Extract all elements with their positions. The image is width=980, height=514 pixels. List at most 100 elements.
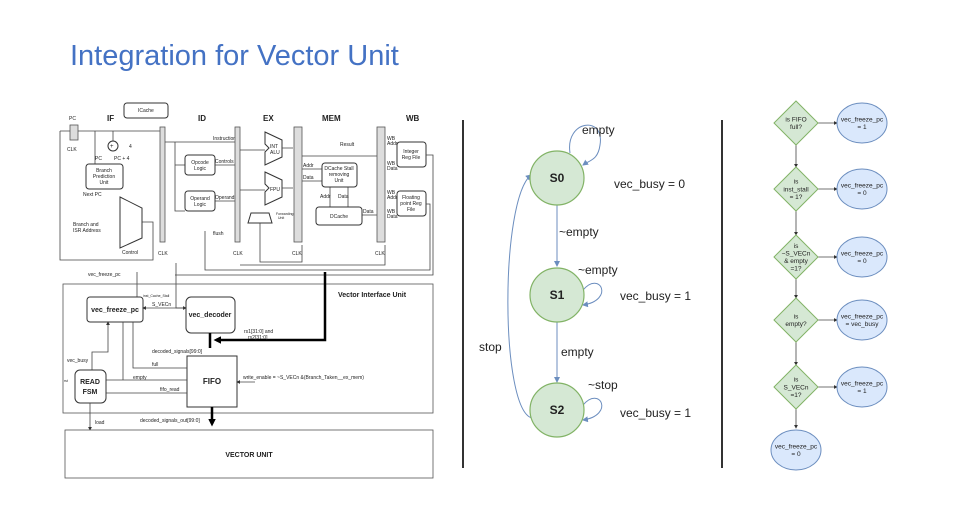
fp-reg-file	[396, 190, 427, 217]
state-s2	[529, 382, 585, 438]
vec-busy-label: vec_busy	[67, 358, 89, 364]
opcode-line: Opcode	[191, 160, 209, 166]
full-label: full	[152, 362, 158, 368]
decision-diamond	[773, 166, 819, 212]
wb-data: Data	[387, 214, 398, 220]
viu-title: Vector Interface Unit	[338, 292, 407, 299]
ex-mem-register	[293, 126, 303, 243]
adder-plus-icon: +	[110, 144, 114, 150]
edge-s0-self	[569, 124, 601, 166]
integer-reg-file	[396, 141, 427, 168]
result-text: = vec_busy	[845, 321, 879, 328]
adder-const: 4	[129, 144, 132, 150]
decision-text: is	[794, 243, 799, 250]
rs-label: rs2[31:0]	[248, 335, 268, 341]
label-s1-self: ~empty	[578, 263, 618, 277]
decision-text: = 1?	[790, 194, 803, 201]
decision-text: S_VECn	[784, 384, 809, 391]
data-label: Data	[363, 209, 374, 215]
rs-label: rs1[31:0] and	[244, 329, 273, 335]
decision-text: & empty	[784, 258, 809, 265]
wb-addr: WB	[387, 136, 396, 142]
alu-line: INT	[270, 144, 278, 150]
flush-label: flush	[213, 231, 224, 237]
read-fsm-label: FSM	[83, 389, 98, 396]
decision-text: =1?	[790, 266, 801, 273]
stage-ex: EX	[263, 114, 274, 123]
clk-label: CLK	[292, 251, 302, 257]
controls-label: Controls	[215, 159, 234, 165]
label-s0-self: empty	[582, 123, 615, 137]
dcs-line: removing	[329, 172, 350, 178]
id-wires	[165, 141, 235, 212]
state-s0-output: vec_busy = 0	[614, 177, 685, 191]
dcache-stall-unit	[321, 162, 358, 188]
decision-diamond	[773, 100, 819, 146]
operand-line: Operand	[190, 196, 210, 202]
dcs-line: Unit	[335, 178, 345, 184]
state-s1-output: vec_busy = 1	[620, 289, 691, 303]
pc-register	[69, 124, 79, 141]
edge-s2-s0	[507, 174, 533, 419]
inst-cache-stall-label: inst_Cache_Stall	[143, 294, 169, 298]
icache-label: ICache	[138, 108, 154, 114]
read-fsm-block	[74, 369, 107, 404]
rst-label: rst	[64, 379, 68, 383]
result-text: vec_freeze_pc	[841, 251, 884, 258]
pipeline-diagram: IF ID EX MEM WB ICache PC CLK + 4 PC PC …	[59, 102, 434, 276]
state-machine: empty ~empty ~empty empty ~stop stop S0 …	[479, 123, 691, 438]
next-pc-label: Next PC	[83, 192, 102, 198]
operands-label: Operands	[215, 195, 237, 201]
load-label: load	[95, 420, 105, 426]
mux-control-label: Control	[122, 250, 138, 256]
state-s0	[529, 150, 585, 206]
edge-s1-self	[582, 282, 603, 308]
pc-mux	[119, 196, 143, 249]
result-text: = 1	[857, 388, 867, 395]
branch-isr-label: Branch and	[73, 222, 99, 228]
clk-label: CLK	[375, 251, 385, 257]
mem-wb-register	[376, 126, 386, 243]
decoded-signals-out-label: decoded_signals_out[99:0]	[140, 418, 200, 424]
result-ellipse	[836, 299, 888, 341]
branch-prediction-unit	[85, 163, 124, 190]
instruction-label: Instruction	[213, 136, 236, 142]
dcache-label: DCache	[330, 214, 348, 220]
addr-label: Addr	[320, 194, 331, 200]
operand-logic	[184, 190, 216, 212]
opcode-line: Logic	[194, 166, 206, 172]
state-s1	[529, 267, 585, 323]
pc-label: PC	[69, 116, 76, 122]
if-id-register	[159, 126, 166, 243]
fpu	[264, 171, 283, 206]
result-ellipse	[836, 168, 888, 210]
edge-s2-self	[582, 397, 603, 423]
decision-text: is	[794, 377, 799, 384]
ex-wires	[240, 147, 293, 191]
result-text: = 1	[857, 124, 867, 131]
label-s0-s1: ~empty	[559, 225, 599, 239]
fpreg-line: Floating	[402, 195, 420, 201]
state-s1-label: S1	[550, 288, 565, 302]
bus-arrows	[208, 272, 327, 348]
final-text: vec_freeze_pc	[775, 444, 818, 451]
clk-label: CLK	[233, 251, 243, 257]
intreg-line: Reg File	[402, 155, 421, 161]
adder	[107, 140, 119, 152]
wb-addr: Addr	[387, 195, 398, 201]
label-s1-s2: empty	[561, 345, 594, 359]
state-s2-label: S2	[550, 403, 565, 417]
alu-line: ALU	[270, 150, 280, 156]
vector-unit-block	[64, 429, 434, 479]
decision-text: ~S_VECn	[782, 251, 811, 258]
wb-data: Data	[387, 166, 398, 172]
clk-label: CLK	[158, 251, 168, 257]
decision-text: is	[794, 314, 799, 321]
vec-freeze-pc-label: vec_freeze_pc	[91, 307, 139, 314]
feedback-wires	[175, 154, 434, 276]
vec-decoder-label: vec_decoder	[189, 312, 232, 319]
result-ellipse	[836, 102, 888, 144]
viu-box	[62, 283, 434, 414]
